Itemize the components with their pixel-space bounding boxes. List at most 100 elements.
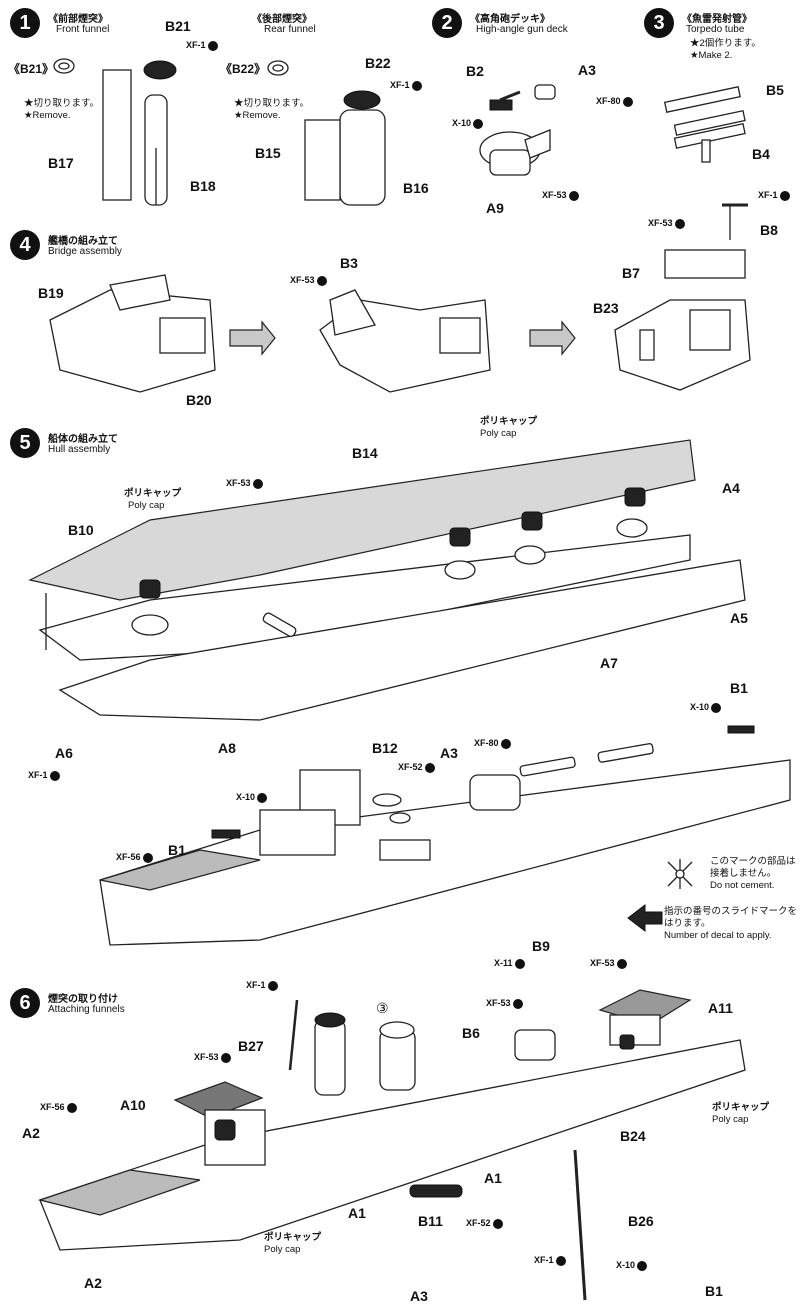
part-b26-label: B26 bbox=[628, 1213, 654, 1229]
paint-dot-icon bbox=[257, 792, 268, 803]
paint-dot-icon bbox=[514, 958, 525, 969]
paint-dot-icon bbox=[555, 1255, 566, 1266]
part-a8-label: A8 bbox=[218, 740, 236, 756]
part-b19-label: B19 bbox=[38, 285, 64, 301]
polycap-note-b10-en: Poly cap bbox=[128, 500, 165, 511]
decal-legend-jp2: はります。 bbox=[664, 918, 711, 929]
part-a2-label-bottom: A2 bbox=[84, 1275, 102, 1291]
paint-dot-icon bbox=[267, 980, 278, 991]
paint-dot-icon bbox=[568, 190, 579, 201]
torpedo-tube-drawing bbox=[663, 86, 746, 163]
step-1-title-en: Front funnel bbox=[56, 24, 110, 35]
paint-dot-icon bbox=[316, 275, 327, 286]
paint-xf52-deck: XF-52 bbox=[398, 762, 435, 773]
step-3-title-jp: 《魚雷発射管》 bbox=[682, 14, 752, 25]
part-b6-label: B6 bbox=[462, 1025, 480, 1041]
paint-xf56-deck: XF-56 bbox=[116, 852, 153, 863]
part-a3-label-deck: A3 bbox=[440, 745, 458, 761]
part-a3-label-bottom: A3 bbox=[410, 1288, 428, 1304]
paint-dot-icon bbox=[207, 40, 218, 51]
part-a7-label: A7 bbox=[600, 655, 618, 671]
paint-dot-icon bbox=[49, 770, 60, 781]
paint-dot-icon bbox=[220, 1052, 231, 1063]
rear-funnel-title-jp: 《後部煙突》 bbox=[252, 14, 312, 25]
paint-xf53-gun: XF-53 bbox=[542, 190, 579, 201]
funnel-attach-drawing bbox=[37, 989, 746, 1301]
part-a10-label: A10 bbox=[120, 1097, 146, 1113]
step-5-title-en: Hull assembly bbox=[48, 444, 111, 455]
paint-x10-b1-right: X-10 bbox=[690, 702, 722, 713]
paint-xf1-b26: XF-1 bbox=[534, 1255, 566, 1266]
step-5-number: 5 bbox=[10, 428, 40, 458]
paint-xf53-hull: XF-53 bbox=[226, 478, 263, 489]
paint-dot-icon bbox=[779, 190, 790, 201]
part-b10-label: B10 bbox=[68, 522, 94, 538]
part-b17-label: B17 bbox=[48, 155, 74, 171]
paint-xf80-deck: XF-80 bbox=[474, 738, 511, 749]
part-b3-label: B3 bbox=[340, 255, 358, 271]
gun-deck-drawing bbox=[479, 84, 556, 176]
decal-legend-en: Number of decal to apply. bbox=[664, 930, 772, 941]
paint-xf1-b27: XF-1 bbox=[246, 980, 278, 991]
part-b9-label: B9 bbox=[532, 938, 550, 954]
part-b2-label: B2 bbox=[466, 63, 484, 79]
b22-remove-jp: ★切り取ります。 bbox=[234, 98, 310, 109]
paint-dot-icon bbox=[252, 478, 263, 489]
part-b20-label: B20 bbox=[186, 392, 212, 408]
make-two-note-en: ★Make 2. bbox=[690, 50, 733, 61]
paint-dot-icon bbox=[512, 998, 523, 1009]
step-4-title-en: Bridge assembly bbox=[48, 246, 122, 257]
part-b24-label: B24 bbox=[620, 1128, 646, 1144]
paint-dot-icon bbox=[616, 958, 627, 969]
part-b5-label: B5 bbox=[766, 82, 784, 98]
deck-assembly-drawing bbox=[99, 725, 791, 946]
paint-xf53-b6: XF-53 bbox=[486, 998, 523, 1009]
decal-legend-jp: 指示の番号のスライドマークを bbox=[664, 906, 798, 917]
paint-dot-icon bbox=[674, 218, 685, 229]
part-b1-label-right: B1 bbox=[730, 680, 748, 696]
step3-callout: ③ bbox=[376, 1000, 389, 1016]
paint-x11-b9: X-11 bbox=[494, 958, 525, 969]
decal-arrow-icon bbox=[627, 903, 663, 933]
b21-remove-jp: ★切り取ります。 bbox=[24, 98, 100, 109]
front-funnel-drawing bbox=[53, 58, 177, 206]
paint-xf53-bridge: XF-53 bbox=[648, 218, 685, 229]
paint-xf53-a10: XF-53 bbox=[194, 1052, 231, 1063]
polycap-note-a10-en: Poly cap bbox=[264, 1244, 301, 1255]
part-b1-label-bottom: B1 bbox=[705, 1283, 723, 1299]
no-cement-legend-jp: このマークの部品は bbox=[710, 856, 796, 867]
hull-drawing bbox=[28, 439, 746, 721]
step-6-number: 6 bbox=[10, 988, 40, 1018]
step-4-number: 4 bbox=[10, 230, 40, 260]
step-1-title-jp: 《前部煙突》 bbox=[48, 14, 108, 25]
paint-dot-icon bbox=[424, 762, 435, 773]
part-a9-label: A9 bbox=[486, 200, 504, 216]
paint-dot-icon bbox=[711, 702, 722, 713]
part-b7-label: B7 bbox=[622, 265, 640, 281]
paint-dot-icon bbox=[66, 1102, 77, 1113]
part-b11-label: B11 bbox=[418, 1213, 443, 1229]
paint-dot-icon bbox=[637, 1260, 648, 1271]
polycap-note-b10-jp: ポリキャップ bbox=[124, 488, 182, 499]
b21-tag: 《B21》 bbox=[8, 62, 55, 76]
part-b22-label: B22 bbox=[365, 55, 391, 71]
paint-xf1-bridge: XF-1 bbox=[758, 190, 790, 201]
polycap-note-b24-en: Poly cap bbox=[712, 1114, 749, 1125]
step-6-title-en: Attaching funnels bbox=[48, 1004, 125, 1015]
part-a2-label-top: A2 bbox=[22, 1125, 40, 1141]
paint-dot-icon bbox=[492, 1218, 503, 1229]
polycap-note-hull-jp: ポリキャップ bbox=[480, 416, 538, 427]
b21-remove-en: ★Remove. bbox=[24, 110, 71, 121]
part-b4-label: B4 bbox=[752, 146, 770, 162]
b22-tag: 《B22》 bbox=[220, 62, 267, 76]
step-2-title-jp: 《高角砲デッキ》 bbox=[470, 14, 550, 25]
polycap-note-hull-en: Poly cap bbox=[480, 428, 517, 439]
part-b21-label: B21 bbox=[165, 18, 191, 34]
step-6-title-jp: 煙突の取り付け bbox=[48, 994, 118, 1005]
make-two-note-jp: ★2個作ります。 bbox=[690, 38, 761, 49]
paint-dot-icon bbox=[622, 96, 633, 107]
paint-dot-icon bbox=[473, 118, 484, 129]
paint-x10-bottom: X-10 bbox=[616, 1260, 648, 1271]
paint-xf52-b11: XF-52 bbox=[466, 1218, 503, 1229]
